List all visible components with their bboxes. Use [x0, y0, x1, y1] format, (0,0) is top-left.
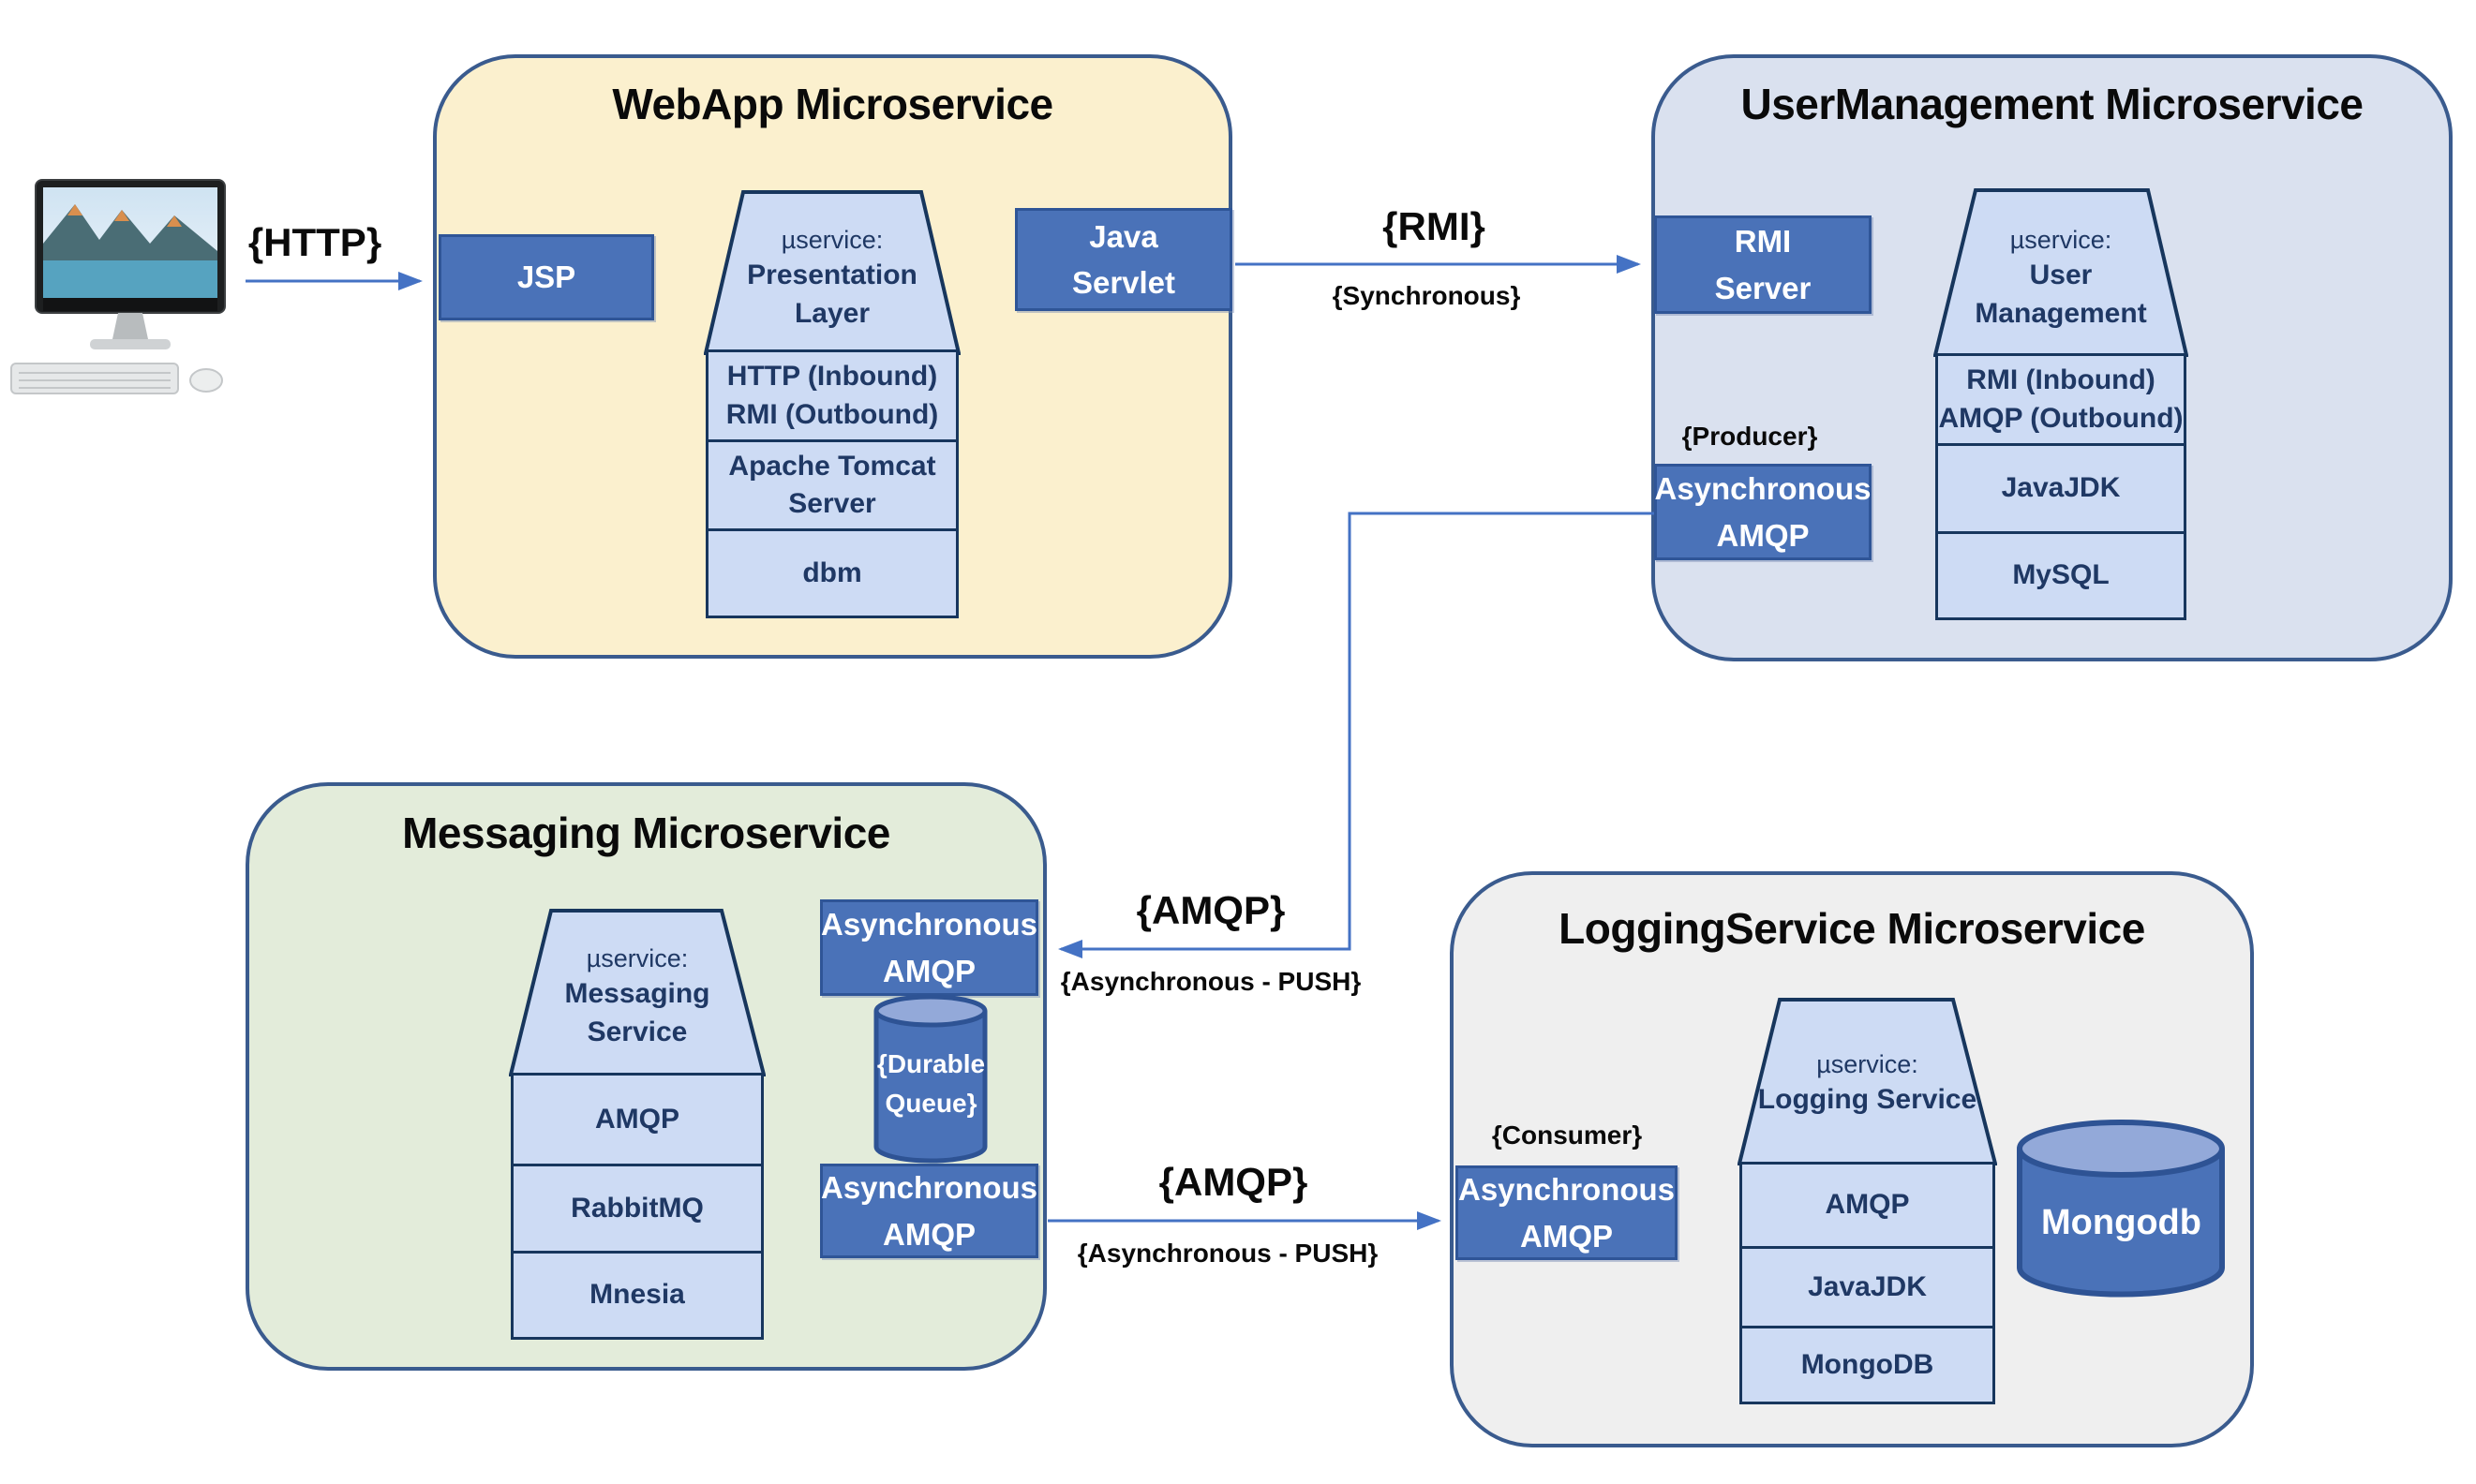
logging-stack-trapezoid: [1738, 998, 1997, 1165]
jsp-box: JSP: [439, 234, 654, 320]
usermanagement-stack-row: RMI (Inbound) AMQP (Outbound): [1935, 353, 2186, 446]
messaging-title: Messaging Microservice: [402, 809, 890, 857]
logging-async-amqp-label: Asynchronous AMQP: [1457, 1172, 1676, 1254]
rmi-sublabel: {Synchronous}: [1332, 281, 1521, 310]
rmi-server-box-label: RMI Server: [1714, 224, 1812, 305]
messaging-row-amqp: AMQP: [595, 1103, 679, 1135]
usermanagement-stack-prefix: µservice:: [2009, 226, 2112, 254]
consumer-role-label: {Consumer}: [1491, 1120, 1643, 1150]
messaging-async-amqp-outbound-label: Asynchronous AMQP: [820, 1170, 1038, 1252]
consumer-amqp-sublabel: {Asynchronous - PUSH}: [1077, 1239, 1379, 1268]
usermanagement-stack-row: JavaJDK: [1935, 443, 2186, 534]
producer-role-label: {Producer}: [1681, 422, 1818, 451]
monitor-base: [90, 339, 171, 349]
webapp-stack-row: dbm: [706, 528, 959, 618]
logging-stack-row: JavaJDK: [1739, 1246, 1995, 1328]
logging-stack-row: MongoDB: [1739, 1326, 1995, 1404]
logging-row-amqp: AMQP: [1825, 1189, 1910, 1221]
consumer-amqp-label: {AMQP}: [1158, 1160, 1308, 1204]
usermanagement-stack-name: User Management: [1975, 260, 2147, 329]
producer-amqp-sublabel: {Asynchronous - PUSH}: [1060, 967, 1362, 996]
usermanagement-stack-row: MySQL: [1935, 531, 2186, 620]
usermanagement-row-db: MySQL: [2012, 559, 2110, 591]
webapp-stack-name: Presentation Layer: [747, 260, 917, 329]
messaging-stack-row: RabbitMQ: [511, 1164, 764, 1254]
mouse: [189, 368, 223, 393]
usermanagement-title: UserManagement Microservice: [1740, 80, 2364, 128]
java-servlet-box-label: Java Servlet: [1071, 218, 1176, 301]
usermanagement-stack-header: µservice: User Management: [1935, 223, 2186, 333]
webapp-stack-row: Apache Tomcat Server: [706, 439, 959, 531]
logging-async-amqp-box: Asynchronous AMQP: [1455, 1165, 1678, 1260]
lake-graphic: [43, 260, 217, 302]
messaging-row-mnesia: Mnesia: [589, 1279, 685, 1311]
webapp-row-protocols: HTTP (Inbound) RMI (Outbound): [725, 361, 939, 430]
monitor-stand: [112, 313, 148, 339]
mongodb-label: Mongodb: [2041, 1203, 2201, 1242]
rmi-server-box: RMI Server: [1654, 215, 1872, 314]
usermanagement-async-amqp-label: Asynchronous AMQP: [1654, 471, 1872, 553]
webapp-stack-trapezoid: [704, 190, 961, 355]
messaging-stack-header: µservice: Messaging Service: [511, 942, 764, 1051]
messaging-stack-name: Messaging Service: [564, 978, 710, 1047]
http-label: {HTTP}: [247, 220, 382, 264]
logging-title: LoggingService Microservice: [1559, 904, 2145, 953]
usermanagement-async-amqp-box: Asynchronous AMQP: [1654, 464, 1872, 560]
webapp-stack-row: HTTP (Inbound) RMI (Outbound): [706, 349, 959, 442]
usermanagement-row-jdk: JavaJDK: [2001, 472, 2121, 504]
logging-stack-prefix: µservice:: [1816, 1050, 1918, 1078]
messaging-stack-trapezoid: [509, 909, 766, 1076]
durable-queue-label: {Durable Queue}: [876, 1049, 986, 1118]
producer-amqp-label: {AMQP}: [1136, 888, 1286, 932]
usermanagement-stack-trapezoid: [1933, 188, 2188, 357]
durable-queue-cylinder: [873, 994, 988, 1164]
webapp-row-db: dbm: [802, 556, 862, 588]
jsp-box-label: JSP: [516, 260, 576, 295]
mongodb-cylinder: [2017, 1120, 2225, 1298]
messaging-stack-row: Mnesia: [511, 1251, 764, 1340]
logging-stack-row: AMQP: [1739, 1162, 1995, 1249]
logging-row-jdk: JavaJDK: [1808, 1270, 1927, 1302]
logging-stack-name: Logging Service: [1757, 1084, 1977, 1116]
messaging-stack-prefix: µservice:: [586, 944, 689, 972]
keyboard: [10, 363, 179, 394]
rmi-label: {RMI}: [1382, 204, 1485, 248]
webapp-stack-header: µservice: Presentation Layer: [706, 223, 959, 333]
usermanagement-row-protocols: RMI (Inbound) AMQP (Outbound): [1938, 364, 2184, 434]
webapp-title: WebApp Microservice: [612, 80, 1053, 128]
webapp-stack-prefix: µservice:: [781, 226, 884, 254]
messaging-async-amqp-outbound-box: Asynchronous AMQP: [820, 1164, 1038, 1258]
client-computer-image: [10, 179, 226, 394]
producer-amqp-arrow: [1058, 512, 1654, 958]
java-servlet-box: Java Servlet: [1015, 208, 1232, 311]
messaging-stack-row: AMQP: [511, 1073, 764, 1166]
webapp-row-server: Apache Tomcat Server: [728, 450, 936, 520]
logging-stack-header: µservice: Logging Service: [1739, 1047, 1995, 1120]
logging-row-db: MongoDB: [1800, 1348, 1934, 1380]
messaging-row-rabbitmq: RabbitMQ: [571, 1192, 704, 1224]
messaging-async-amqp-inbound-box: Asynchronous AMQP: [820, 899, 1038, 996]
messaging-async-amqp-inbound-label: Asynchronous AMQP: [820, 907, 1038, 988]
